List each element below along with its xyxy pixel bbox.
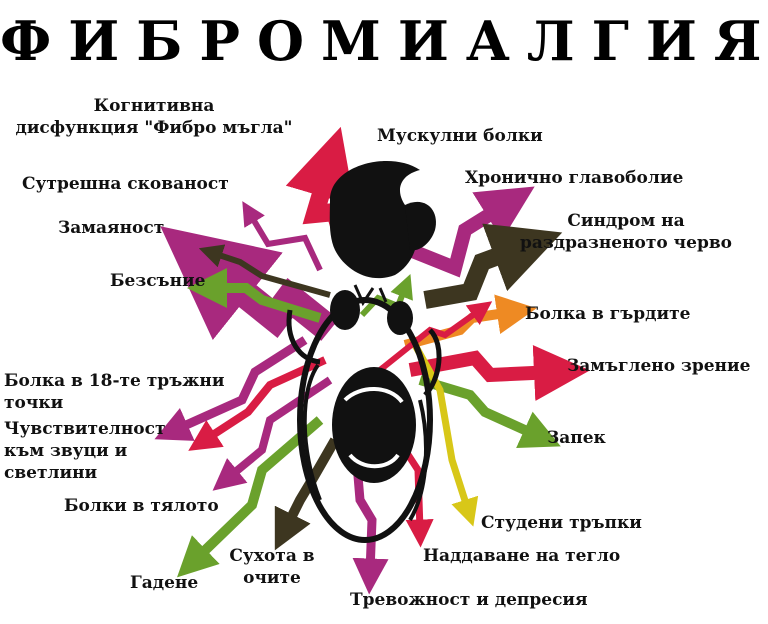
arrow-tender (188, 356, 327, 451)
arrow-chills (411, 343, 479, 527)
label-cognitive: Когнитивна дисфункция "Фибро мъгла" (4, 95, 304, 139)
label-cognitive-line1: Когнитивна (93, 96, 215, 116)
label-tender-points-line2: точки (4, 393, 64, 413)
scream-head (286, 161, 442, 543)
label-constipation: Запек (547, 428, 606, 448)
arrow-constipation (418, 375, 561, 449)
arrow-vision (408, 344, 590, 401)
arrow-dryeyes (274, 437, 340, 551)
page-title: ФИБРОМИАЛГИЯ (0, 9, 768, 73)
label-weight-gain: Наддаване на тегло (423, 546, 621, 566)
label-sensitivity-line3: светлини (4, 463, 98, 483)
label-nausea: Гадене (130, 573, 199, 593)
label-dry-eyes: Сухота в очите (222, 545, 322, 589)
arrow-crimson-upper (378, 301, 493, 373)
label-chronic-headache: Хронично главоболие (465, 168, 684, 188)
label-muscle-pain: Мускулни болки (377, 126, 543, 146)
label-chest-pain: Болка в гърдите (525, 304, 691, 324)
label-morning-stiffness: Сутрешна скованост (22, 174, 229, 194)
label-sensitivity-line1: Чувствителност (4, 419, 166, 439)
label-sensitivity-line2: към звуци и (4, 441, 128, 461)
label-body-pain: Болки в тялото (64, 496, 219, 516)
arrow-stiffness (242, 201, 323, 272)
label-insomnia: Безсъние (110, 271, 206, 291)
arrow-nausea (177, 416, 324, 578)
arrow-dizziness (198, 244, 331, 298)
label-ibs-line1: Синдром на (567, 211, 685, 231)
label-cognitive-line2: дисфункция "Фибро мъгла" (15, 118, 293, 138)
label-chills: Студени тръпки (481, 513, 642, 533)
label-ibs: Синдром на раздразненото черво (512, 210, 740, 254)
arrow-green-upper (359, 274, 413, 318)
label-dizziness: Замаяност (58, 218, 165, 238)
arrow-body (154, 336, 308, 441)
arrow-insomnia-green (187, 268, 322, 323)
label-anxiety-depression: Тревожност и депресия (350, 590, 588, 610)
arrow-ibs (423, 223, 563, 309)
label-ibs-line2: раздразненото черво (520, 233, 732, 253)
label-dry-eyes-line1: Сухота в (229, 546, 315, 566)
arrow-headache (407, 186, 535, 278)
label-tender-points: Болка в 18-те тръжни точки (4, 370, 224, 414)
label-tender-points-line1: Болка в 18-те тръжни (4, 371, 225, 391)
label-sensitivity: Чувствителност към звуци и светлини (4, 418, 166, 484)
label-blurred-vision: Замъглено зрение (567, 356, 751, 376)
label-dry-eyes-line2: очите (243, 568, 301, 588)
